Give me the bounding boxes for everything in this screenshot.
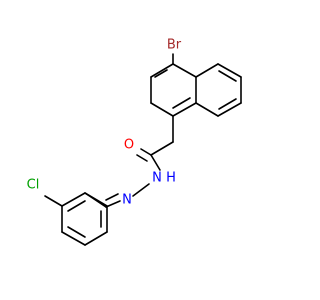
- bond: [172, 63, 197, 78]
- bond: [150, 141, 174, 156]
- atom-nh-n: N: [152, 171, 162, 186]
- bond: [105, 200, 121, 208]
- bond: [67, 226, 86, 238]
- atom-cl: Cl: [27, 178, 40, 193]
- bond: [44, 195, 63, 207]
- atom-labels: Br O N H N Cl: [27, 38, 182, 208]
- bond: [150, 154, 161, 171]
- atom-br: Br: [167, 38, 182, 53]
- bond: [136, 154, 148, 162]
- bond: [105, 193, 119, 201]
- atom-nh-h: H: [166, 171, 176, 186]
- bond: [172, 97, 191, 109]
- bond: [61, 192, 86, 207]
- bond: [84, 231, 108, 246]
- bond: [132, 183, 150, 197]
- bond: [84, 192, 108, 207]
- bond: [150, 102, 174, 117]
- bond: [218, 70, 237, 82]
- bond: [154, 69, 168, 78]
- bond: [218, 98, 237, 110]
- bond: [217, 102, 242, 117]
- bond: [217, 63, 242, 78]
- atom-o: O: [124, 138, 134, 153]
- bond: [150, 63, 174, 78]
- atom-n: N: [122, 193, 132, 208]
- bond: [195, 102, 219, 117]
- bond: [172, 102, 197, 117]
- molecule-structure: Br O N H N Cl: [27, 38, 242, 246]
- bond-lines: [44, 53, 242, 246]
- bond: [140, 148, 152, 156]
- bond: [61, 231, 86, 246]
- bond: [67, 200, 86, 212]
- bond: [195, 63, 219, 78]
